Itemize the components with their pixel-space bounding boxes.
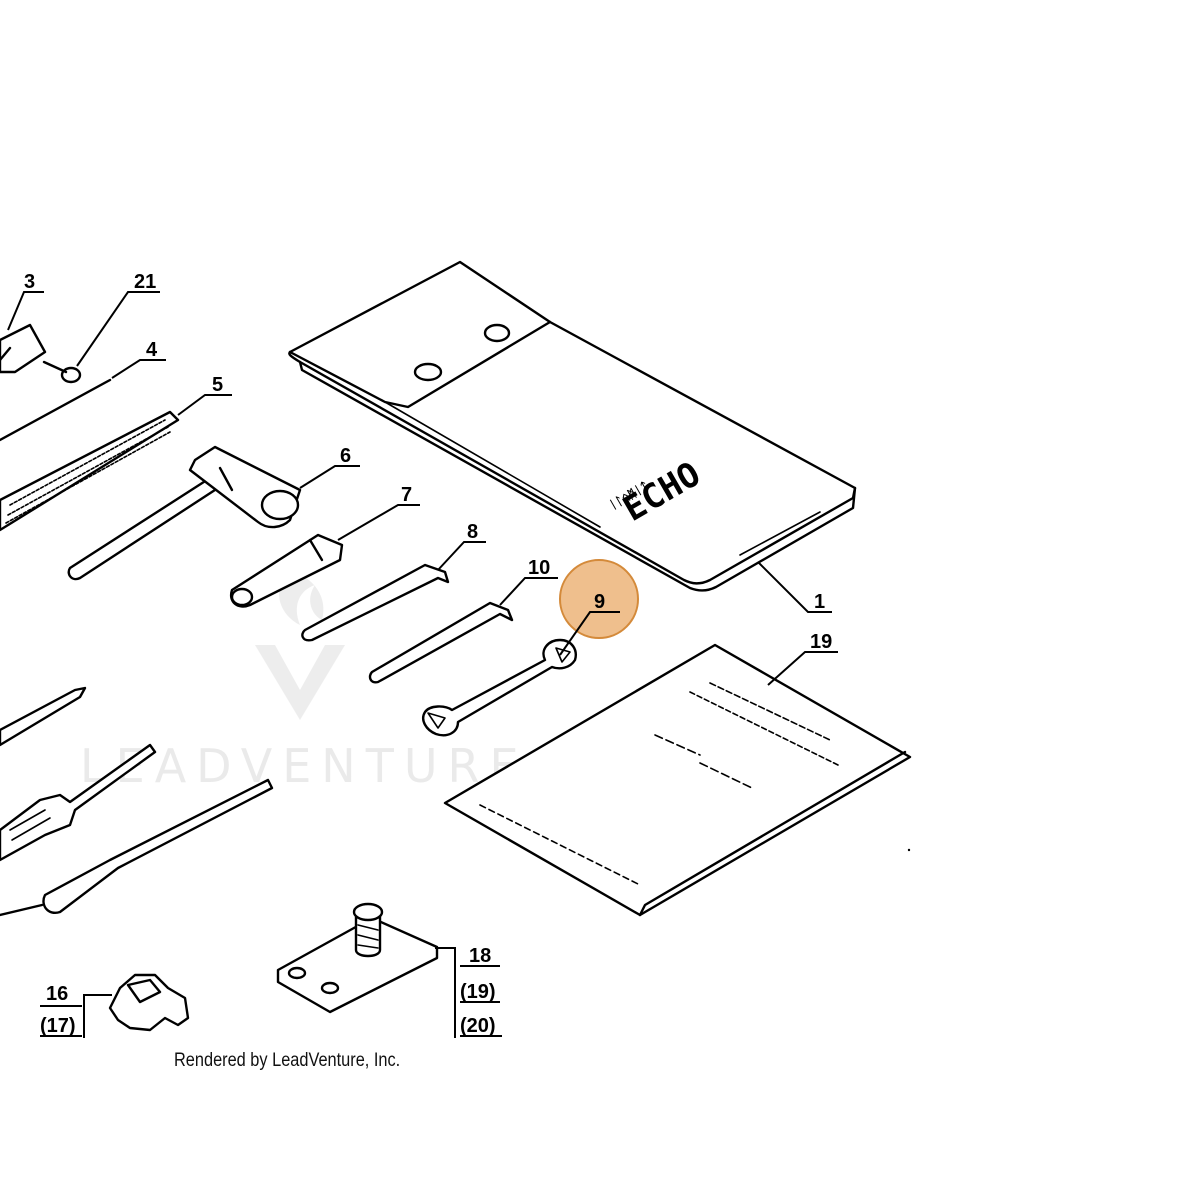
extension-bar-7[interactable]: [229, 533, 344, 608]
render-credit: Rendered by LeadVenture, Inc.: [174, 1050, 401, 1071]
screwdriver-left-2[interactable]: [0, 743, 157, 862]
callout-7[interactable]: 7: [401, 484, 412, 506]
callout-5[interactable]: 5: [212, 374, 223, 396]
stray-dot: [907, 848, 911, 852]
callout-18[interactable]: 18: [469, 945, 491, 967]
plate-bolt-18[interactable]: [276, 902, 439, 1014]
tool-bag[interactable]: ECHO ᛁᛚᛟᛗᛁᛏ: [288, 260, 857, 592]
callout-10[interactable]: 10: [528, 557, 550, 579]
callout-4[interactable]: 4: [146, 339, 158, 361]
pin-4[interactable]: [0, 378, 112, 442]
nut-16[interactable]: [108, 973, 190, 1032]
callout-8[interactable]: 8: [467, 521, 478, 543]
callout-19[interactable]: 19: [810, 631, 832, 653]
leader-lines: [7, 291, 838, 1038]
callout-labels: 1 3 4 5 6 7 8 9 10 16 (17) 18 (19) (20) …: [24, 271, 832, 1037]
callout-3[interactable]: 3: [24, 271, 35, 293]
callout-20-paren[interactable]: (20): [460, 1015, 496, 1037]
callout-1[interactable]: 1: [814, 591, 825, 613]
owners-manual[interactable]: [443, 643, 912, 917]
socket-wrench-6[interactable]: [67, 445, 302, 581]
callout-19-paren[interactable]: (19): [460, 981, 496, 1003]
callout-6[interactable]: 6: [340, 445, 351, 467]
spark-plug-tool-3[interactable]: [0, 323, 47, 374]
screwdriver-left-3[interactable]: [0, 778, 274, 917]
hex-key-8[interactable]: [301, 563, 450, 642]
part-9-highlight[interactable]: [559, 559, 639, 639]
file-5[interactable]: [0, 410, 180, 532]
screwdriver-left-1[interactable]: [0, 686, 87, 747]
callout-9[interactable]: 9: [594, 591, 605, 613]
callout-16[interactable]: 16: [46, 983, 68, 1005]
callout-17[interactable]: (17): [40, 1015, 76, 1037]
open-end-wrench-9[interactable]: [422, 638, 577, 737]
screw-21[interactable]: [42, 360, 82, 384]
callout-21[interactable]: 21: [134, 271, 156, 293]
hex-key-10[interactable]: [368, 601, 514, 684]
